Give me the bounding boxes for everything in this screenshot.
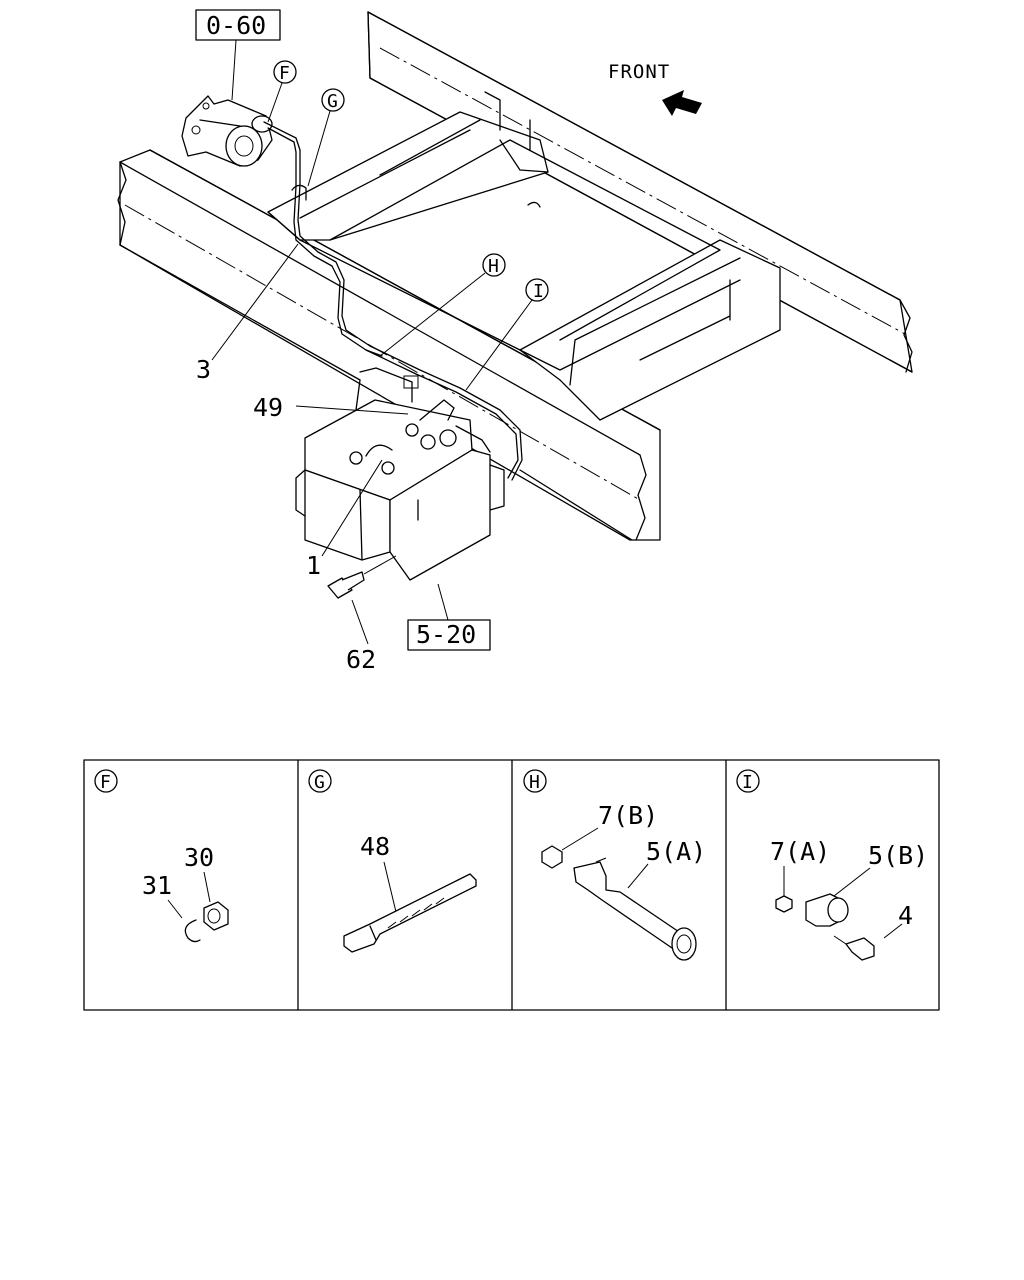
detail-panel-i: I 7(A) 5(B) 4 bbox=[736, 769, 928, 961]
detail-panel-h: H 7(B) 5(A) bbox=[523, 769, 706, 961]
battery-cable bbox=[263, 121, 523, 481]
svg-text:H: H bbox=[529, 772, 540, 793]
front-arrow-icon bbox=[662, 90, 702, 116]
svg-text:G: G bbox=[327, 91, 338, 112]
part-label-62: 62 bbox=[346, 645, 376, 674]
svg-text:F: F bbox=[100, 772, 111, 793]
callout-g: G bbox=[307, 88, 345, 187]
svg-text:I: I bbox=[533, 281, 544, 302]
detail-panel-f: F 30 31 bbox=[94, 769, 229, 943]
ref-box-5-20: 5-20 bbox=[407, 583, 491, 651]
callout-h: H bbox=[379, 253, 506, 357]
floor-plate bbox=[299, 119, 721, 351]
part-label-30: 30 bbox=[184, 843, 214, 872]
callout-i: I bbox=[465, 278, 549, 391]
bolt-62 bbox=[327, 555, 397, 645]
front-label: FRONT bbox=[608, 61, 670, 83]
svg-text:G: G bbox=[314, 772, 325, 793]
part-label-5b: 5(B) bbox=[868, 841, 928, 870]
cross-member-front bbox=[519, 239, 781, 421]
svg-text:H: H bbox=[488, 256, 499, 277]
svg-text:F: F bbox=[279, 63, 290, 84]
starter-motor bbox=[181, 95, 273, 167]
part-label-4: 4 bbox=[898, 901, 913, 930]
svg-text:I: I bbox=[742, 772, 753, 793]
part-label-49: 49 bbox=[253, 393, 283, 422]
part-label-7b: 7(B) bbox=[598, 801, 658, 830]
svg-text:0-60: 0-60 bbox=[206, 11, 266, 40]
part-label-5a: 5(A) bbox=[646, 837, 706, 866]
part-label-3: 3 bbox=[196, 355, 211, 384]
detail-panels bbox=[83, 759, 940, 1011]
part-label-1: 1 bbox=[306, 551, 321, 580]
callout-f: F bbox=[267, 60, 297, 123]
svg-text:5-20: 5-20 bbox=[416, 620, 476, 649]
detail-panel-g: G 48 bbox=[308, 769, 477, 953]
part-label-48: 48 bbox=[360, 832, 390, 861]
part-label-31: 31 bbox=[142, 871, 172, 900]
ref-box-0-60: 0-60 bbox=[195, 9, 281, 101]
part-label-7a: 7(A) bbox=[770, 837, 830, 866]
